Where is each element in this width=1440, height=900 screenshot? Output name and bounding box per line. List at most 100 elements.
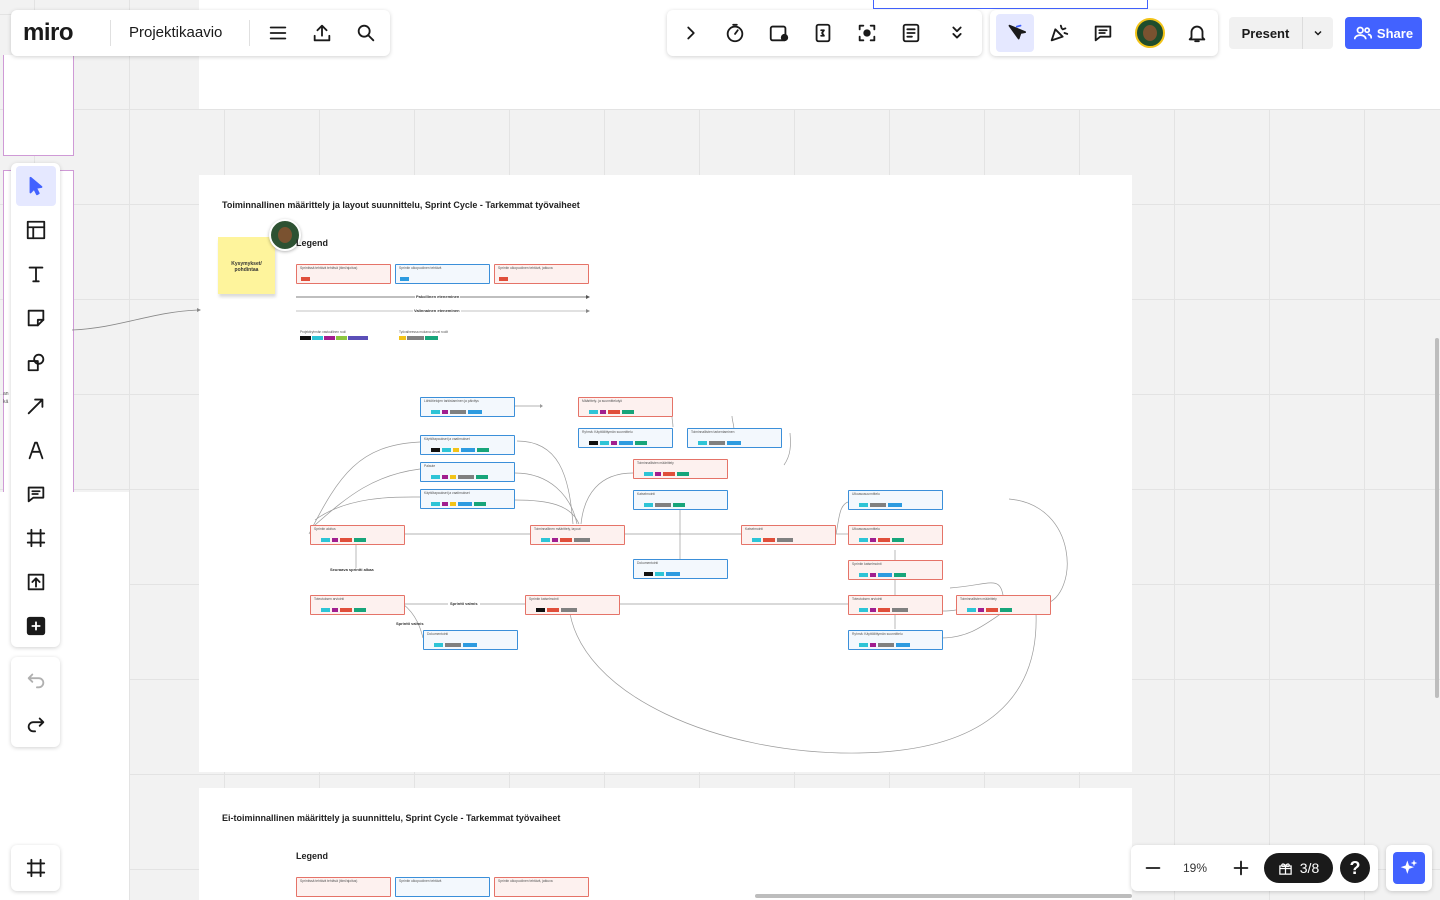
sticky-add-icon[interactable] bbox=[765, 19, 793, 47]
avatar[interactable] bbox=[1135, 18, 1165, 48]
share-label: Share bbox=[1376, 25, 1414, 41]
sticky-note[interactable]: Kysymykset/ pohdintaa bbox=[218, 237, 275, 294]
legend-box-continuous-task-2[interactable]: Sprintin ulkopuolinen tehtävä, jatkuva bbox=[494, 877, 589, 897]
legend-title: Legend bbox=[296, 238, 329, 248]
notes-icon[interactable] bbox=[897, 19, 925, 47]
top-left-toolbar: miro Projektikaavio bbox=[11, 10, 390, 56]
frame-title-2: Ei-toiminnallinen määrittely ja suunnitt… bbox=[222, 813, 561, 823]
process-node[interactable]: Toiminnallisten määrittely bbox=[633, 459, 728, 479]
users-icon bbox=[1353, 26, 1372, 40]
legend-box-continuous-task[interactable]: Sprintin ulkopuolinen tehtävä, jatkuva bbox=[494, 264, 589, 284]
text-tool[interactable] bbox=[16, 254, 56, 294]
process-node[interactable]: Sprintin katselmointi bbox=[525, 595, 620, 615]
role-group-participants: Työvaiheessa mukana olevat roolit bbox=[399, 330, 448, 334]
bell-icon[interactable] bbox=[1183, 19, 1211, 47]
process-node[interactable]: Toteutuksen arviointi bbox=[310, 595, 405, 615]
ai-sparkle-icon[interactable] bbox=[1393, 852, 1425, 884]
cursor-follow-icon[interactable] bbox=[1001, 19, 1029, 47]
main-frame[interactable]: Toiminnallinen määrittely ja layout suun… bbox=[199, 175, 1132, 772]
process-node[interactable]: Toteutuksen arviointi bbox=[848, 595, 943, 615]
reactions-icon[interactable] bbox=[1045, 19, 1073, 47]
process-node[interactable]: Ryhmä: Käyttöliittymän suunnittelu bbox=[578, 428, 673, 448]
chevron-down-icon bbox=[1314, 30, 1322, 36]
search-icon[interactable] bbox=[352, 19, 380, 47]
comments-icon[interactable] bbox=[1089, 19, 1117, 47]
upload-tool[interactable] bbox=[16, 562, 56, 602]
share-button[interactable]: Share bbox=[1345, 17, 1422, 49]
role-group-responsible: Projektiryhmän vastuullinen rooli bbox=[300, 330, 346, 334]
process-node[interactable]: Katselmointi bbox=[741, 525, 836, 545]
left-toolbar bbox=[11, 163, 60, 647]
top-selected-element[interactable] bbox=[873, 0, 1148, 9]
process-node[interactable]: Dokumentointi bbox=[423, 630, 518, 650]
templates-tool[interactable] bbox=[16, 210, 56, 250]
legend-box-outside-task[interactable]: Sprintin ulkopuolinen tehtävä bbox=[395, 264, 490, 284]
vertical-scrollbar[interactable] bbox=[1435, 338, 1439, 698]
process-node[interactable]: Käyttötapaukset ja vaatimukset bbox=[420, 489, 515, 509]
timer-icon[interactable] bbox=[721, 19, 749, 47]
process-node[interactable]: Dokumentointi bbox=[633, 559, 728, 579]
select-tool[interactable] bbox=[16, 166, 56, 206]
expand-chevron-icon[interactable] bbox=[677, 19, 705, 47]
pen-tool[interactable] bbox=[16, 430, 56, 470]
role-swatches-responsible bbox=[300, 336, 368, 340]
process-node[interactable]: Ryhmä: Käyttöliittymän suunnittelu bbox=[848, 630, 943, 650]
present-button[interactable]: Present bbox=[1229, 17, 1302, 49]
zoom-controls: 19% 3/8 ? bbox=[1131, 845, 1378, 891]
frames-panel-button[interactable] bbox=[11, 845, 60, 891]
arrow-label-mandatory: Pakollinen eteneminen bbox=[415, 294, 461, 299]
collaborator-avatar[interactable] bbox=[269, 219, 301, 251]
zoom-out-icon[interactable] bbox=[1139, 854, 1167, 882]
role-swatches-participants bbox=[399, 336, 438, 340]
focus-icon[interactable] bbox=[853, 19, 881, 47]
board-name[interactable]: Projektikaavio bbox=[129, 24, 223, 41]
process-node[interactable]: Toiminnallisten määrittely bbox=[956, 595, 1051, 615]
legend-title-2: Legend bbox=[296, 851, 329, 861]
undo-icon[interactable] bbox=[16, 660, 56, 700]
flow-label-sprint-done-2: Sprintti valmis bbox=[396, 621, 424, 626]
counter-icon[interactable] bbox=[809, 19, 837, 47]
help-icon[interactable]: ? bbox=[1340, 853, 1370, 883]
menu-icon[interactable] bbox=[264, 19, 292, 47]
more-tools-plus-icon[interactable] bbox=[16, 606, 56, 646]
process-node[interactable]: Sprintin katselmointi bbox=[848, 560, 943, 580]
process-node[interactable]: Lähtötietojen tarkistaminen ja päivitys bbox=[420, 397, 515, 417]
miro-logo[interactable]: miro bbox=[23, 19, 74, 46]
process-node[interactable]: Toiminnallinen määrittely, layout bbox=[530, 525, 625, 545]
legend-box-sprint-task[interactable]: Sprintissä tehtävä tehtävä (tiimi/ajoitu… bbox=[296, 264, 391, 284]
divider bbox=[110, 20, 111, 46]
more-chevron-icon[interactable] bbox=[943, 19, 971, 47]
second-frame[interactable]: Ei-toiminnallinen määrittely ja suunnitt… bbox=[199, 788, 1132, 900]
process-node[interactable]: Katselmointi bbox=[633, 490, 728, 510]
process-node[interactable]: Toiminnallisten tarkentaminen bbox=[687, 428, 782, 448]
connector-tool[interactable] bbox=[16, 386, 56, 426]
redo-icon[interactable] bbox=[16, 704, 56, 744]
process-node[interactable]: Palaute bbox=[420, 462, 515, 482]
zoom-in-icon[interactable] bbox=[1227, 854, 1255, 882]
zoom-level[interactable]: 19% bbox=[1183, 861, 1208, 875]
process-node[interactable]: Määrittely- ja suunnittelutyö bbox=[578, 397, 673, 417]
sticky-note-tool[interactable] bbox=[16, 298, 56, 338]
undo-redo-panel bbox=[11, 657, 60, 747]
arrow-label-optional: Valinnainen eteneminen bbox=[413, 308, 461, 313]
left-connector bbox=[71, 308, 201, 331]
horizontal-scrollbar[interactable] bbox=[755, 894, 1132, 898]
top-right-toolbar bbox=[990, 10, 1218, 56]
comment-tool[interactable] bbox=[16, 474, 56, 514]
process-node[interactable]: Sprintin aloitus bbox=[310, 525, 405, 545]
process-node[interactable]: Käyttötapaukset ja vaatimukset bbox=[420, 435, 515, 455]
shapes-tool[interactable] bbox=[16, 342, 56, 382]
legend-box-outside-task-2[interactable]: Sprintin ulkopuolinen tehtävä bbox=[395, 877, 490, 897]
legend-box-sprint-task-2[interactable]: Sprintissä tehtävä tehtävä (tiimi/ajoitu… bbox=[296, 877, 391, 897]
frame-counter-button[interactable]: 3/8 bbox=[1264, 853, 1333, 883]
frame-tool[interactable] bbox=[16, 518, 56, 558]
export-icon[interactable] bbox=[308, 19, 336, 47]
process-node[interactable]: Ulkoasusuunnittelu bbox=[848, 490, 943, 510]
frames-icon bbox=[16, 848, 56, 888]
present-dropdown-button[interactable] bbox=[1302, 17, 1333, 49]
flow-label-next-sprint: Seuraava sprintti alkaa bbox=[330, 567, 374, 572]
avatar-face bbox=[1143, 25, 1157, 41]
process-node[interactable]: Ulkoasusuunnittelu bbox=[848, 525, 943, 545]
